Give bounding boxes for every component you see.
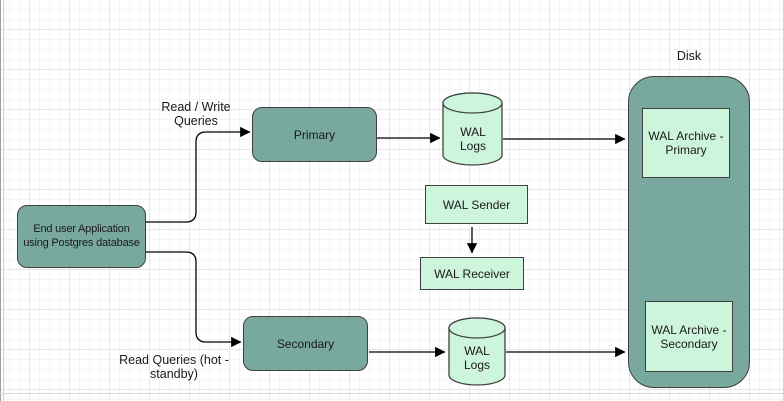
edge-label-read-write-queries[interactable]: Read / Write Queries [161, 100, 231, 128]
node-end-user-app-label-line1: End user Application [33, 223, 130, 235]
connector-app-to-secondary[interactable] [146, 251, 242, 348]
node-wal-archive-secondary-line1: WAL Archive - [651, 322, 727, 337]
node-wal-archive-primary-line2: Primary [665, 143, 707, 157]
node-wal-logs-secondary-label: WAL Logs [463, 344, 491, 372]
node-end-user-app-label-line2: using Postgres database [23, 236, 140, 249]
node-wal-archive-secondary[interactable]: WAL Archive - Secondary [645, 301, 733, 372]
node-wal-sender-label: WAL Sender [442, 197, 511, 212]
node-wal-receiver[interactable]: WAL Receiver [420, 257, 524, 290]
node-secondary[interactable]: Secondary [243, 316, 368, 371]
node-wal-receiver-label: WAL Receiver [434, 266, 510, 281]
canvas-left-edge [0, 0, 1, 401]
node-secondary-label: Secondary [276, 336, 335, 351]
node-wal-logs-primary-cylinder[interactable] [442, 92, 503, 166]
connector-app-to-primary[interactable] [146, 126, 251, 223]
node-primary-label: Primary [293, 127, 336, 142]
node-wal-archive-primary[interactable]: WAL Archive - Primary [642, 108, 730, 178]
edge-label-read-queries-hot-standby[interactable]: Read Queries (hot - standby) [119, 353, 229, 381]
node-wal-archive-secondary-line2: Secondary [660, 336, 718, 351]
node-wal-logs-secondary-cylinder[interactable] [448, 317, 506, 386]
canvas-bottom-edge [0, 393, 783, 394]
node-wal-archive-primary-line1: WAL Archive - [648, 129, 724, 143]
node-wal-sender[interactable]: WAL Sender [425, 185, 528, 224]
node-end-user-app[interactable]: End user Application using Postgres data… [17, 205, 146, 268]
node-primary[interactable]: Primary [252, 107, 377, 162]
canvas-left-edge-inner [3, 0, 4, 401]
disk-title: Disk [676, 49, 702, 63]
node-wal-logs-primary-label: WAL Logs [459, 125, 487, 153]
